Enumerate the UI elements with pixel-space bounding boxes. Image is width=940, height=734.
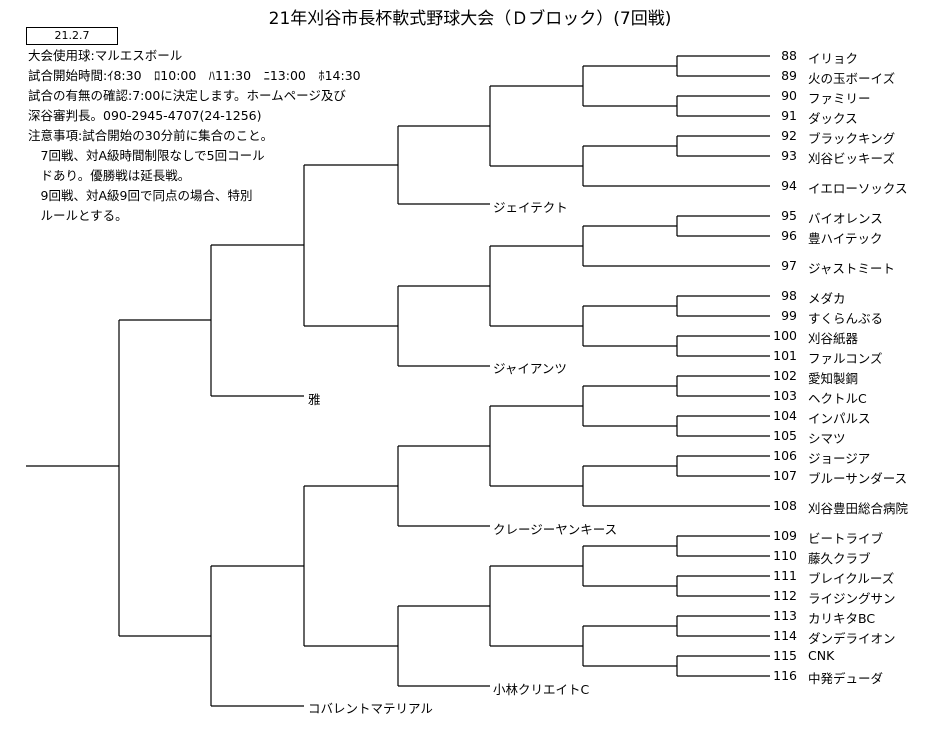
team-number: 103 <box>773 388 797 403</box>
team-number: 89 <box>781 68 797 83</box>
team-number: 106 <box>773 448 797 463</box>
note-referee: 深谷審判長。090-2945-4707(24-1256) <box>28 108 262 123</box>
team-name: ビートライブ <box>808 531 884 546</box>
seed-team-jtekt: ジェイテクト <box>493 200 568 215</box>
team-number: 108 <box>773 498 797 513</box>
team-number: 102 <box>773 368 797 383</box>
team-name: CNK <box>808 648 835 663</box>
team-name: 中発デューダ <box>808 671 884 686</box>
team-name: ライジングサン <box>808 591 896 606</box>
team-name: イリョク <box>808 51 859 66</box>
team-number: 99 <box>781 308 797 323</box>
team-number: 116 <box>773 668 797 683</box>
team-number: 97 <box>781 258 797 273</box>
team-name: ブラックキング <box>808 131 896 146</box>
team-name: バイオレンス <box>808 211 883 226</box>
tournament-notes: 大会使用球:マルエスボール 試合開始時間:ｲ8:30 ﾛ10:00 ﾊ11:30… <box>28 46 361 226</box>
team-name: ダンデライオン <box>808 631 896 646</box>
note-rule-7th-cont: ドあり。優勝戦は延長戦。 <box>28 168 191 183</box>
team-number: 109 <box>773 528 797 543</box>
team-name: 刈谷ビッキーズ <box>808 151 895 166</box>
team-name: 藤久クラブ <box>808 551 871 566</box>
team-number: 105 <box>773 428 797 443</box>
team-name: カリキタBC <box>808 611 876 626</box>
team-name: ブルーサンダース <box>808 471 908 486</box>
seed-team-covalent: コバレントマテリアル <box>308 701 433 716</box>
team-name: 刈谷紙器 <box>808 331 859 346</box>
team-name: ファミリー <box>808 91 871 106</box>
note-rule-9th: 9回戦、対A級9回で同点の場合、特別 <box>28 188 253 203</box>
note-rule-7th: 7回戦、対A級時間制限なしで5回コール <box>28 148 265 163</box>
note-confirmation: 試合の有無の確認:7:00に決定します。ホームページ及び <box>28 88 346 103</box>
team-number: 94 <box>781 178 797 193</box>
team-name: シマツ <box>808 431 846 446</box>
team-name: すくらんぶる <box>808 311 884 326</box>
team-number: 93 <box>781 148 797 163</box>
team-number: 104 <box>773 408 797 423</box>
team-number: 96 <box>781 228 797 243</box>
team-name: ジャストミート <box>808 261 895 276</box>
note-rule-9th-cont: ルールとする。 <box>28 208 128 223</box>
seed-team-miyabi: 雅 <box>308 392 321 407</box>
team-name: 火の玉ボーイズ <box>808 71 896 86</box>
page-title: 21年刈谷市長杯軟式野球大会（Ｄブロック）(7回戦) <box>268 9 672 29</box>
team-number: 95 <box>781 208 797 223</box>
team-number: 92 <box>781 128 797 143</box>
seed-team-kobayashi: 小林クリエイトC <box>493 682 590 697</box>
team-number: 112 <box>773 588 797 603</box>
team-name: 刈谷豊田総合病院 <box>808 501 909 516</box>
team-number: 114 <box>773 628 797 643</box>
team-number: 100 <box>773 328 797 343</box>
team-name: ブレイクルーズ <box>808 571 895 586</box>
team-number: 110 <box>773 548 797 563</box>
team-name: インパルス <box>808 411 871 426</box>
team-number: 101 <box>773 348 797 363</box>
team-number: 91 <box>781 108 797 123</box>
team-name: ファルコンズ <box>808 351 883 366</box>
team-number: 111 <box>773 568 797 583</box>
team-name: 豊ハイテック <box>808 231 883 246</box>
team-number: 113 <box>773 608 797 623</box>
team-name: メダカ <box>808 291 846 306</box>
team-number: 88 <box>781 48 797 63</box>
seed-team-crazy-yankees: クレージーヤンキース <box>493 522 618 537</box>
team-name: ジョージア <box>808 451 871 466</box>
team-name: ダックス <box>808 111 858 126</box>
date-box: 21.2.7 <box>26 27 118 45</box>
seed-team-giants: ジャイアンツ <box>493 361 567 376</box>
note-caution: 注意事項:試合開始の30分前に集合のこと。 <box>28 128 274 143</box>
team-name: ヘクトルC <box>808 391 867 406</box>
team-number: 115 <box>773 648 797 663</box>
team-number: 107 <box>773 468 797 483</box>
team-name: イエローソックス <box>808 181 908 196</box>
team-number: 98 <box>781 288 797 303</box>
note-start-times: 試合開始時間:ｲ8:30 ﾛ10:00 ﾊ11:30 ﾆ13:00 ﾎ14:30 <box>28 68 361 83</box>
note-ball: 大会使用球:マルエスボール <box>28 48 183 63</box>
team-name: 愛知製鋼 <box>808 371 859 386</box>
team-number: 90 <box>781 88 797 103</box>
